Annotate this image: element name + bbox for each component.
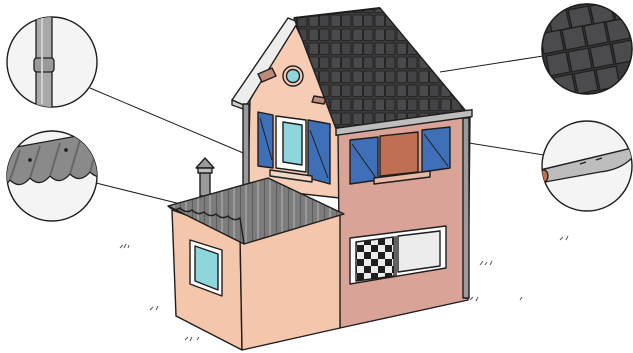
- downpipe-left: [243, 104, 249, 194]
- downpipe-right: [463, 118, 469, 298]
- downpipe-detail-icon: [7, 10, 97, 110]
- side-window-upper: [380, 132, 418, 176]
- chimney-pipe: [200, 172, 210, 196]
- corrugated-roof-sheet-icon: [0, 130, 110, 221]
- gutter-detail-icon: [540, 121, 632, 211]
- house: [168, 8, 472, 350]
- slate-roof-tiles-icon: [540, 0, 633, 98]
